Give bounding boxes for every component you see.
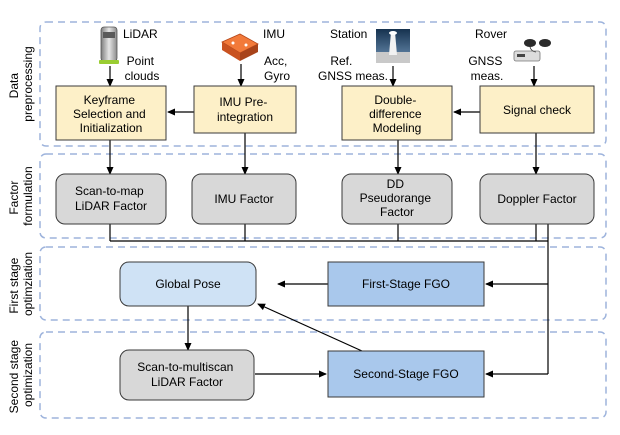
global-pose-text: Global Pose (155, 277, 221, 291)
imu-sensor-icon (221, 33, 259, 61)
keyframe-selection-block: Keyframe Selection and Initialization (55, 85, 167, 141)
scan-to-map-factor-text: Scan-to-map LiDAR Factor (75, 184, 147, 213)
signal-check-text: Signal check (503, 103, 572, 117)
stage-first-optimization-frame (39, 246, 607, 321)
sensor-texts: LiDAR Point clouds IMU Acc, Gyro Station… (123, 27, 507, 83)
stage-label-second-stage: Second stage optimization (7, 337, 35, 414)
dd-pseudorange-factor-block: DD Pseudorange Factor (341, 173, 453, 225)
scan-to-map-factor-block: Scan-to-map LiDAR Factor (55, 173, 167, 225)
dd-modeling-text: Double- difference Modeling (369, 93, 425, 135)
stage-second-optimization-frame (39, 331, 607, 419)
doppler-factor-text: Doppler Factor (497, 192, 576, 206)
rover-label: Rover (475, 27, 507, 41)
dd-modeling-block: Double- difference Modeling (341, 85, 453, 141)
station-label: Station (330, 27, 367, 41)
imu-preintegration-text: IMU Pre- integration (217, 95, 273, 124)
stage-data-preprocessing-frame (39, 21, 607, 147)
doppler-factor-block: Doppler Factor (479, 173, 595, 225)
scan-to-multiscan-factor-block: Scan-to-multiscan LiDAR Factor (119, 349, 255, 401)
stage-label-data-preprocessing: Data preprocessing (7, 46, 35, 121)
station-output-label: Ref. GNSS meas. (318, 54, 388, 83)
imu-output-label: Acc, Gyro (264, 54, 291, 83)
stage-labels: Data preprocessing Factor formulation Fi… (7, 46, 35, 413)
stage-label-factor-formulation: Factor formulation (7, 166, 35, 225)
imu-factor-block: IMU Factor (191, 173, 297, 225)
lidar-output-label: Point clouds (125, 54, 160, 83)
first-stage-fgo-block: First-Stage FGO (327, 261, 485, 307)
scan-to-multiscan-factor-text: Scan-to-multiscan LiDAR Factor (137, 360, 236, 389)
first-stage-fgo-text: First-Stage FGO (362, 277, 450, 291)
station-sensor-icon (376, 29, 410, 63)
lidar-sensor-icon (99, 26, 119, 64)
imu-factor-text: IMU Factor (214, 192, 273, 206)
stage-label-first-stage: First stage optimziation (7, 252, 35, 316)
dd-pseudorange-factor-text: DD Pseudorange Factor (360, 177, 435, 219)
keyframe-selection-text: Keyframe Selection and Initialization (73, 93, 149, 135)
stage-factor-formulation-frame (39, 153, 607, 239)
second-stage-fgo-text: Second-Stage FGO (353, 367, 458, 381)
imu-label: IMU (263, 27, 285, 41)
global-pose-block: Global Pose (119, 261, 257, 307)
rover-sensor-icon (513, 39, 551, 62)
signal-check-block: Signal check (479, 85, 595, 134)
lidar-label: LiDAR (123, 27, 158, 41)
imu-preintegration-block: IMU Pre- integration (193, 85, 297, 134)
stage-containers (39, 21, 607, 419)
second-stage-fgo-block: Second-Stage FGO (327, 350, 485, 398)
rover-output-label: GNSS meas. (468, 54, 505, 83)
connectors (106, 64, 549, 378)
